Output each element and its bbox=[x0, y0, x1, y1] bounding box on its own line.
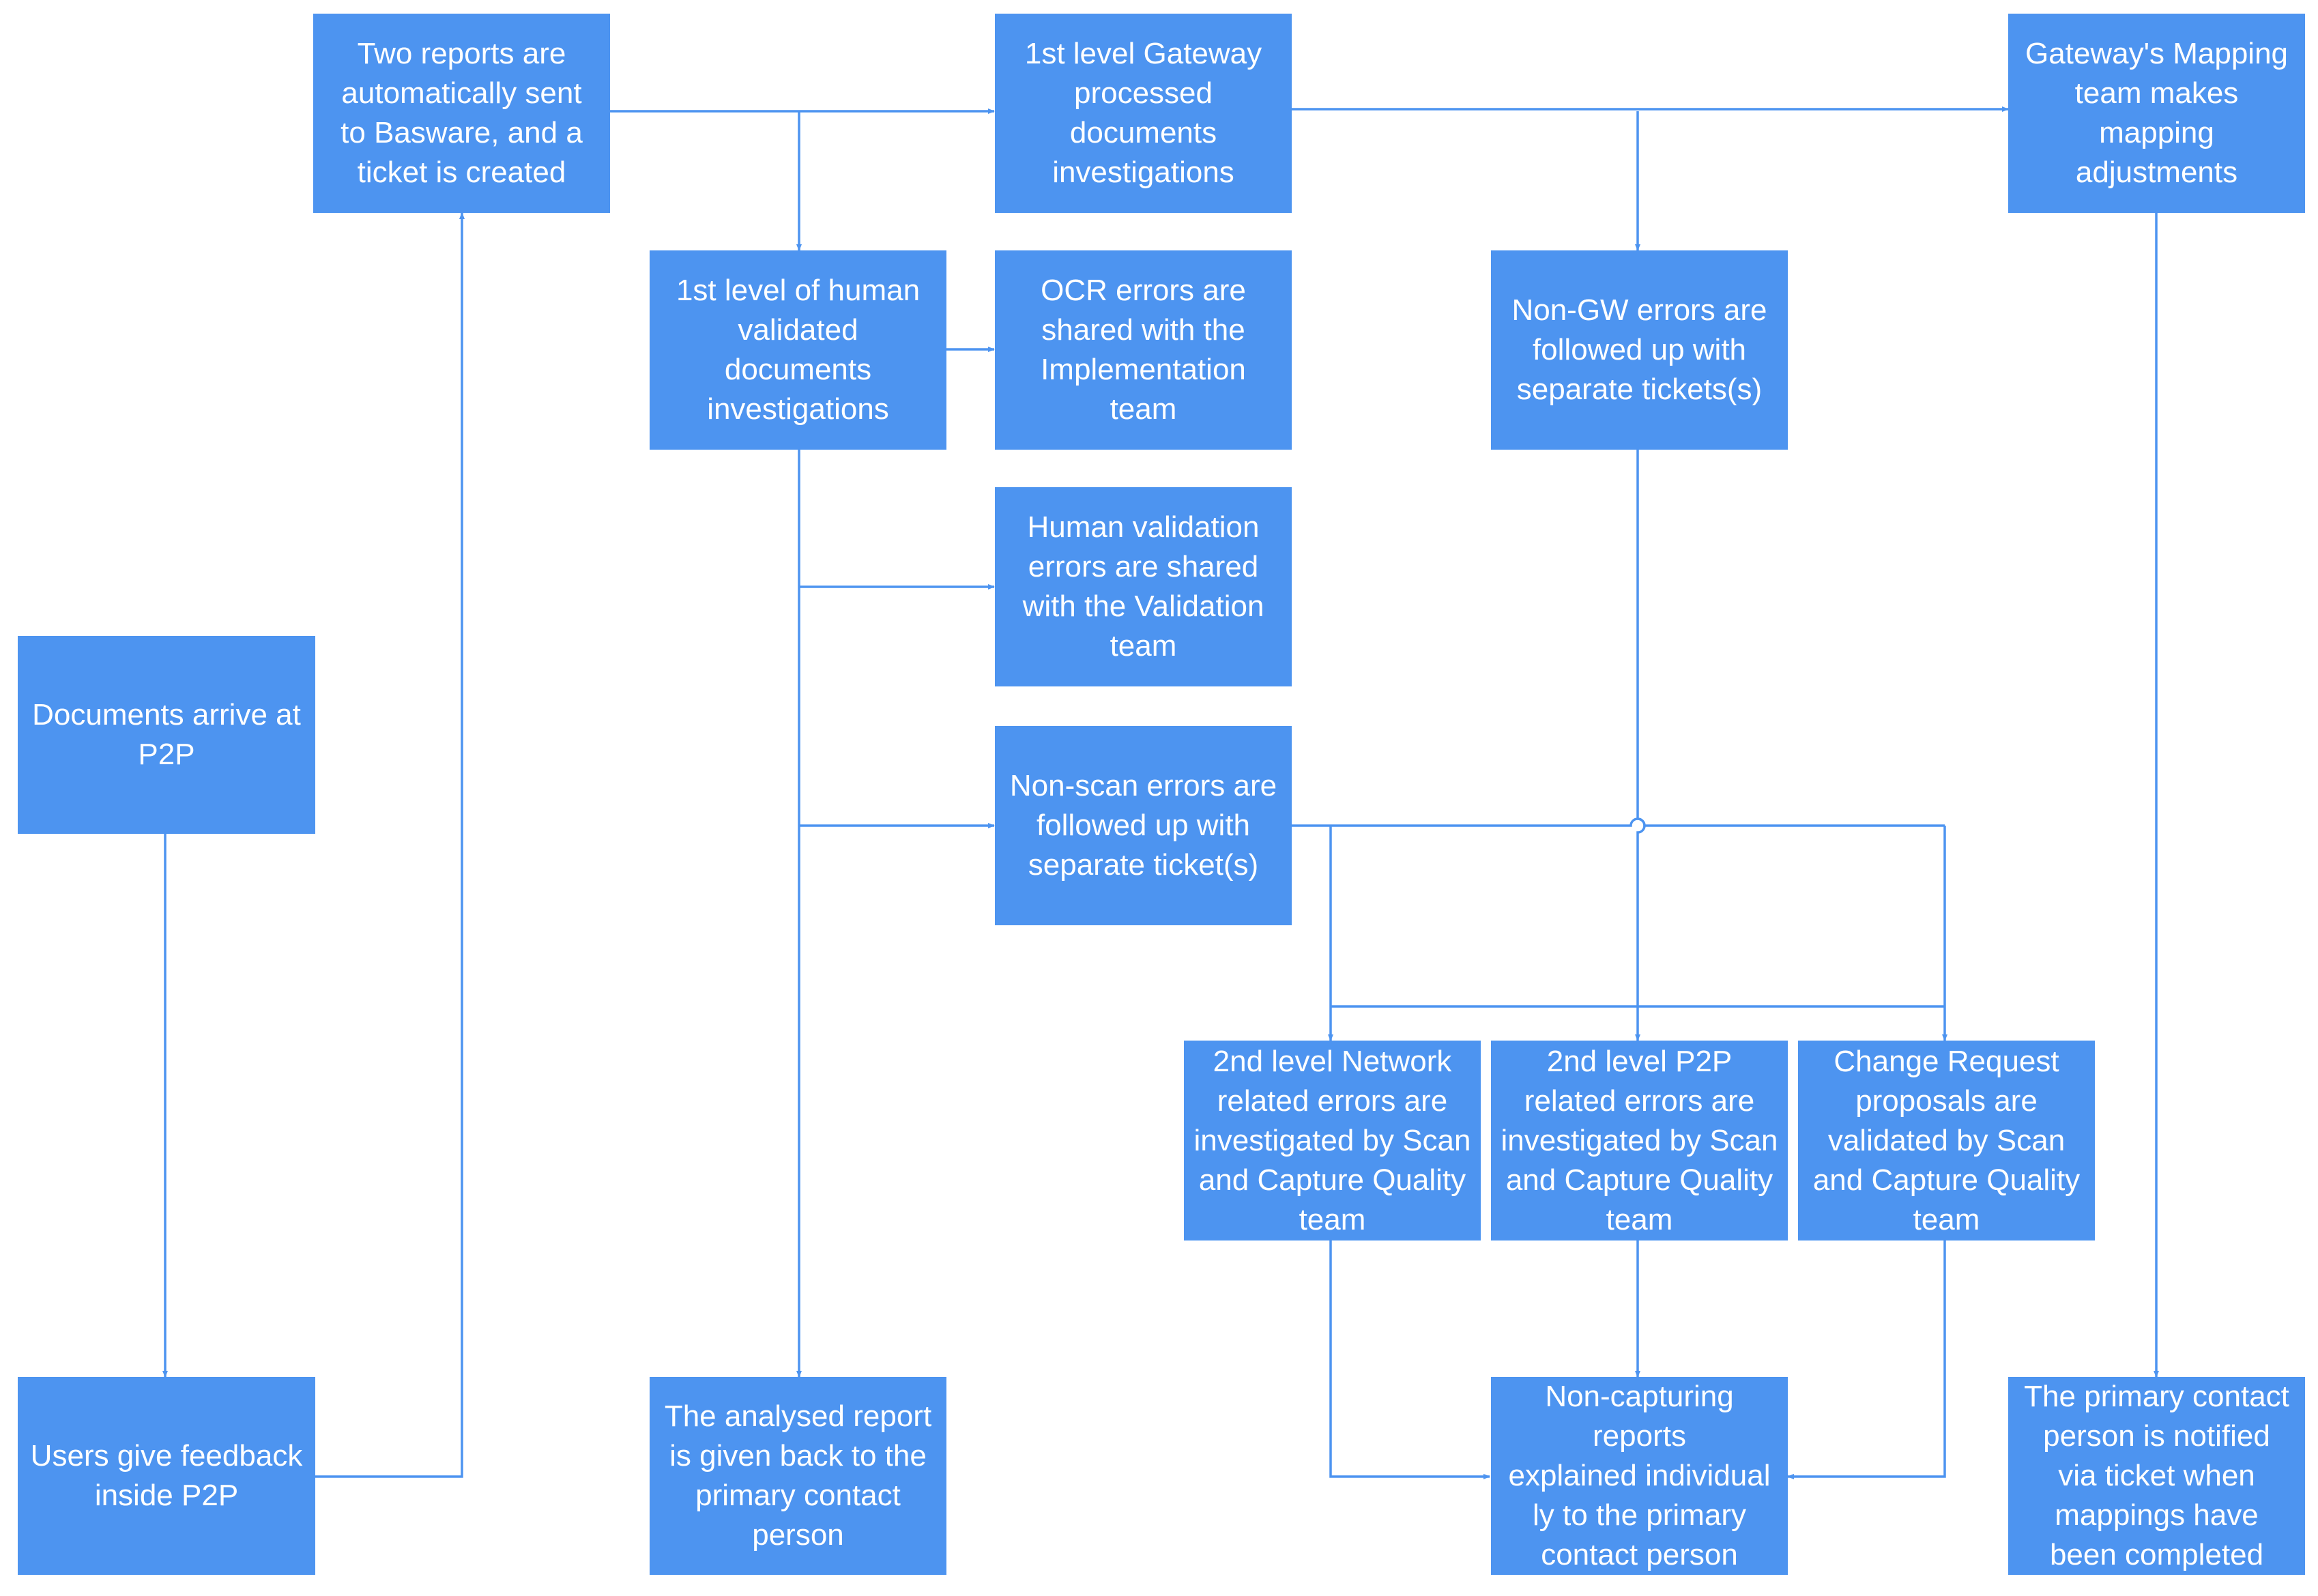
node-users-feedback: Users give feedback inside P2P bbox=[18, 1377, 315, 1575]
node-gateway-level1: 1st level Gateway processed documents in… bbox=[995, 14, 1292, 213]
node-non-gw-errors: Non-GW errors are followed up with separ… bbox=[1491, 250, 1788, 450]
node-human-validation-errors: Human validation errors are shared with … bbox=[995, 487, 1292, 686]
node-non-capturing-reports: Non-capturing reports explained individu… bbox=[1491, 1377, 1788, 1575]
node-documents-arrive: Documents arrive at P2P bbox=[18, 636, 315, 834]
node-gateway-mapping: Gateway's Mapping team makes mapping adj… bbox=[2008, 14, 2305, 213]
node-non-scan-errors: Non-scan errors are followed up with sep… bbox=[995, 726, 1292, 925]
node-ocr-errors: OCR errors are shared with the Implement… bbox=[995, 250, 1292, 450]
node-2nd-level-network: 2nd level Network related errors are inv… bbox=[1184, 1041, 1481, 1240]
node-primary-contact-notified: The primary contact person is notified v… bbox=[2008, 1377, 2305, 1575]
node-human-level1: 1st level of human validated documents i… bbox=[650, 250, 946, 450]
edge-nongw-to-p2p bbox=[1635, 449, 1646, 1041]
edge-network-to-noncapturing bbox=[1329, 1240, 1490, 1479]
node-change-request: Change Request proposals are validated b… bbox=[1798, 1041, 2095, 1240]
edge-nonscan-bus bbox=[1292, 817, 1945, 827]
edge-change-to-noncapturing bbox=[1787, 1240, 1946, 1479]
node-analysed-report: The analysed report is given back to the… bbox=[650, 1377, 946, 1575]
node-two-reports: Two reports are automatically sent to Ba… bbox=[313, 14, 610, 213]
edge-feedback-to-reports bbox=[315, 212, 465, 1478]
node-2nd-level-p2p: 2nd level P2P related errors are investi… bbox=[1491, 1041, 1788, 1240]
